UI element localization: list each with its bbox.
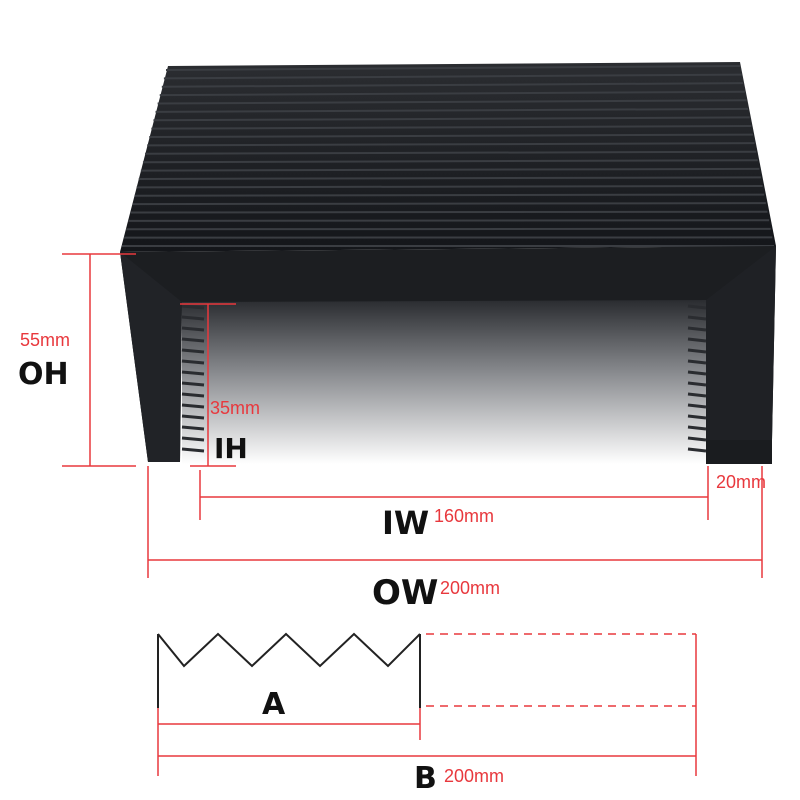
bellows-left-flange: [120, 252, 182, 462]
pleat-fold: [140, 167, 760, 172]
inner-pleat-fold: [687, 315, 707, 321]
pleat-fold: [155, 107, 749, 113]
bellows-pleats: [122, 65, 774, 247]
inner-pleat-fold: [687, 381, 707, 387]
pleat-fold: [161, 82, 744, 88]
inner-pleat-fold: [181, 359, 205, 365]
inner-pleat-fold: [687, 392, 707, 398]
inner-pleat-fold: [181, 392, 205, 398]
dimension-lines: [62, 253, 763, 776]
bellows-inner-opening: [182, 300, 710, 464]
inner-pleat-fold: [181, 315, 205, 321]
iw-label: IW: [382, 504, 429, 542]
b-label: B: [414, 761, 437, 796]
pleat-fold: [145, 150, 757, 155]
inner-pleat-fold: [687, 348, 707, 354]
inner-pleat-fold: [181, 348, 205, 354]
pleat-fold: [153, 116, 750, 122]
inner-pleat-fold: [181, 381, 205, 387]
ih-label: IH: [214, 432, 248, 465]
inner-pleat-fold: [181, 370, 205, 376]
inner-pleat-fold: [181, 337, 205, 343]
flange-width-label: 20mm: [716, 472, 766, 492]
a-label: A: [262, 687, 286, 722]
inner-pleat-fold: [687, 403, 707, 409]
bellows-right-flange: [706, 246, 776, 442]
inner-pleat-fold: [181, 326, 205, 332]
ow-label: OW: [372, 573, 438, 613]
bellows-front-face: [120, 246, 776, 462]
inner-pleat-fold: [687, 414, 707, 420]
inner-pleat-fold: [687, 337, 707, 343]
pleat-fold: [165, 65, 741, 71]
ow-value-label: 200mm: [440, 578, 500, 598]
pleat-fold: [130, 210, 768, 214]
inner-pleat-fold: [687, 326, 707, 332]
inner-pleat-fold: [181, 425, 205, 431]
iw-value-label: 160mm: [434, 506, 494, 526]
pleat-fold: [147, 142, 755, 147]
inner-pleat-fold: [687, 304, 707, 310]
pleat-fold: [142, 159, 758, 164]
bellows-cover: [120, 62, 776, 464]
inner-pleat-fold: [181, 304, 205, 310]
inner-pleat-fold: [181, 403, 205, 409]
pleat-fold: [132, 202, 766, 206]
inner-pleat-fold: [687, 359, 707, 365]
oh-label: OH: [18, 357, 69, 392]
pleat-fold: [163, 73, 742, 80]
inner-pleat-fold: [181, 436, 205, 442]
bellows-top: [120, 62, 776, 252]
pleat-fold: [159, 90, 745, 97]
inner-pleats-right: [687, 304, 707, 453]
pleat-fold: [134, 193, 765, 197]
bellows-right-foot: [706, 440, 772, 464]
inner-pleat-fold: [687, 436, 707, 442]
inner-pleat-fold: [181, 414, 205, 420]
inner-pleat-fold: [181, 447, 205, 453]
ih-value-label: 35mm: [210, 398, 260, 418]
inner-pleats-left: [181, 304, 205, 453]
oh-value-label: 55mm: [20, 330, 70, 350]
inner-pleat-fold: [687, 370, 707, 376]
pleat-fold: [149, 133, 753, 139]
pleat-fold: [128, 219, 770, 222]
pleat-fold: [136, 185, 763, 189]
inner-pleat-fold: [687, 425, 707, 431]
pleat-fold: [157, 99, 747, 105]
pleat-fold: [138, 176, 762, 180]
b-value-label: 200mm: [444, 766, 504, 786]
pleat-fold: [151, 125, 752, 130]
inner-pleat-fold: [687, 447, 707, 453]
bellows-profile: [157, 632, 421, 708]
